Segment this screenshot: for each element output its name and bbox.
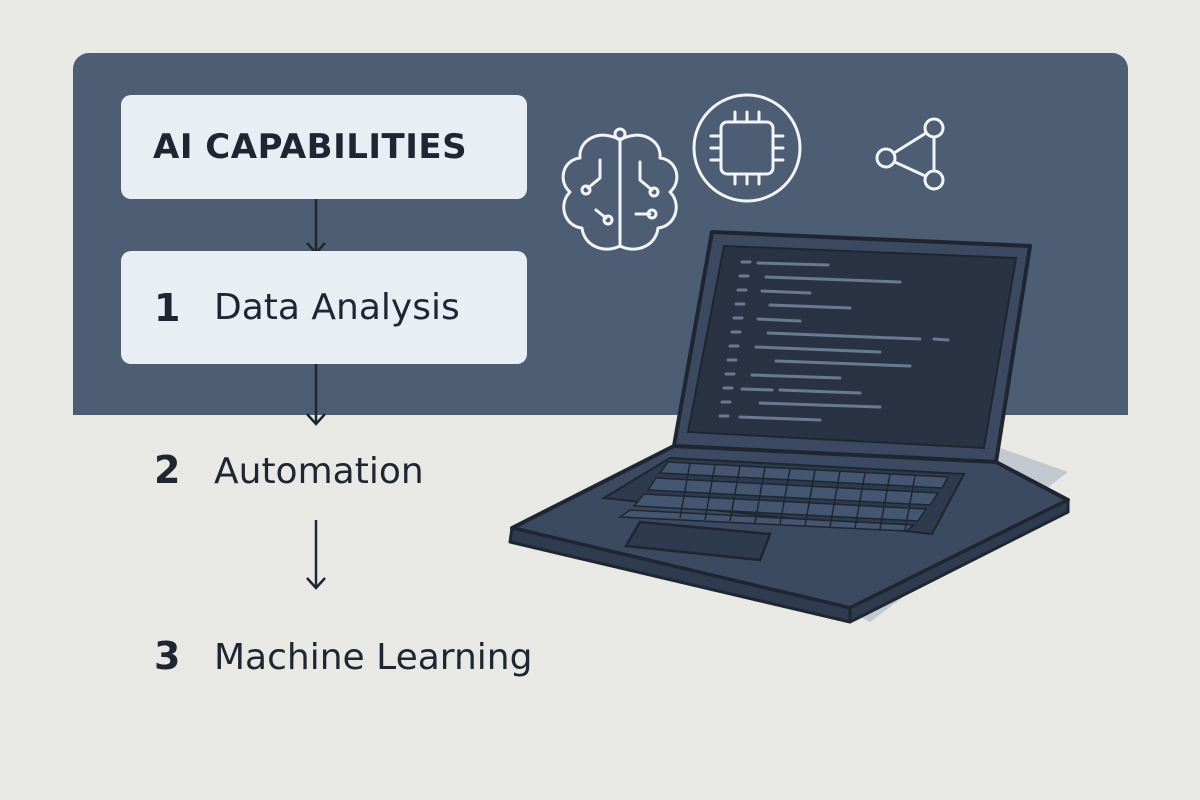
share-nodes-icon [875,117,945,191]
step-1-label: Data Analysis [214,287,460,328]
step-2-label: Automation [214,451,424,492]
step-2: 2 Automation [154,448,424,492]
step-3-number: 3 [154,634,181,678]
step-2-number: 2 [154,448,181,492]
arrow-down-icon [306,364,326,426]
step-3-label: Machine Learning [214,637,533,678]
brain-circuit-icon [561,127,679,251]
title-box: AI CAPABILITIES [121,95,527,199]
ai-chip-icon [692,93,802,203]
step-3: 3 Machine Learning [154,634,532,678]
step-1-number: 1 [154,285,181,330]
step-1-box: 1 Data Analysis [121,251,527,364]
diagram-title: AI CAPABILITIES [153,127,468,167]
arrow-down-icon [306,520,326,590]
